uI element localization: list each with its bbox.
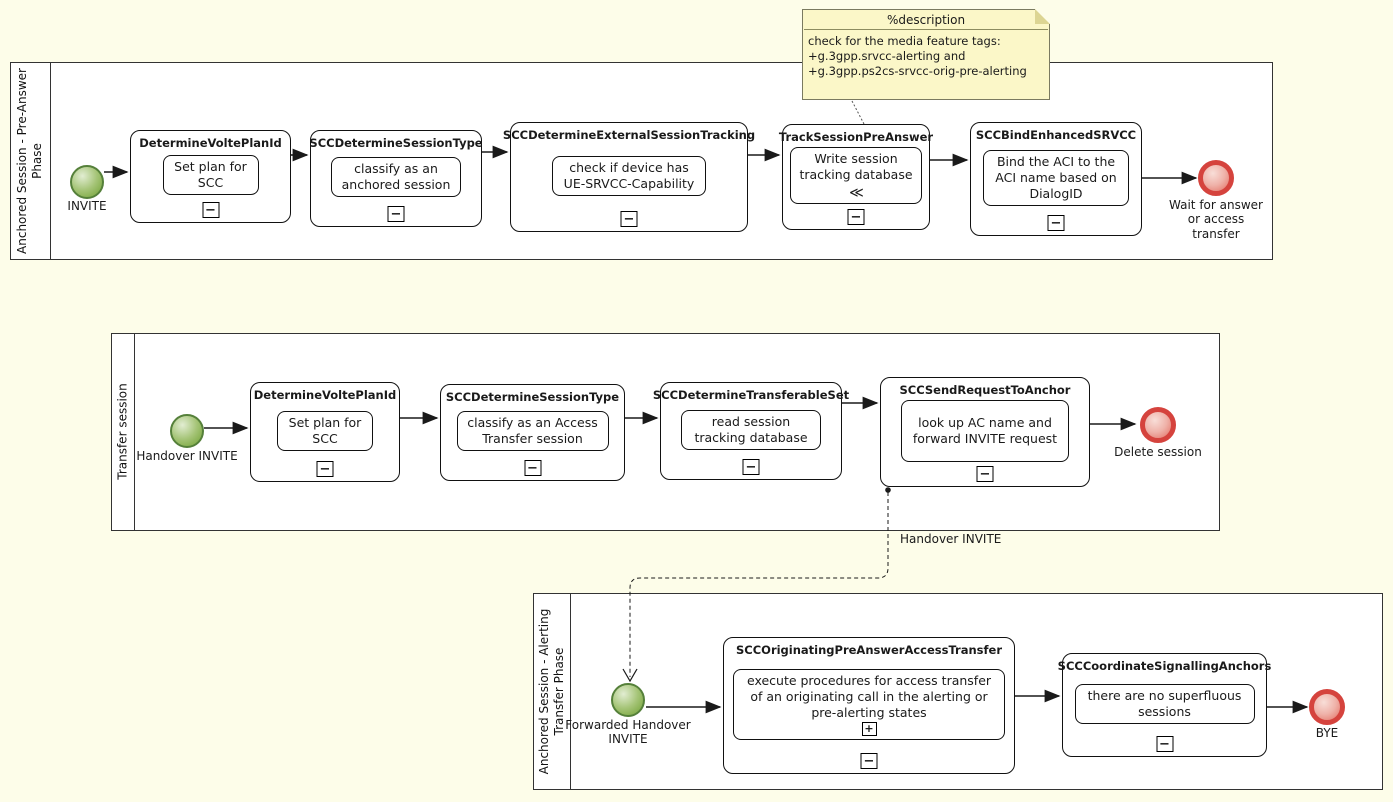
end-event-label: Delete session xyxy=(1114,445,1202,459)
task-scc-send-request-to-anchor[interactable]: SCCSendRequestToAnchor look up AC name a… xyxy=(880,377,1090,487)
start-event-forwarded-handover-invite[interactable] xyxy=(611,683,645,717)
task-determine-volte-plan-id[interactable]: DetermineVoltePlanId Set plan for SCC − xyxy=(130,130,291,223)
end-event-delete-session[interactable] xyxy=(1140,407,1176,443)
task-scc-determine-session-type[interactable]: SCCDetermineSessionType classify as an a… xyxy=(309,130,483,227)
task-title: SCCBindEnhancedSRVCC xyxy=(975,128,1137,142)
task-scc-bind-enhanced-srvcc[interactable]: SCCBindEnhancedSRVCC Bind the ACI to the… xyxy=(970,122,1142,236)
collapsed-subprocess-icon[interactable]: − xyxy=(387,206,405,222)
description-note[interactable]: %description check for the media feature… xyxy=(802,9,1050,100)
collapsed-subprocess-icon[interactable]: − xyxy=(1047,215,1065,231)
note-title: %description xyxy=(804,10,1048,30)
task-title: TrackSessionPreAnswer xyxy=(778,130,934,144)
collapsed-subprocess-icon[interactable]: − xyxy=(847,209,865,225)
collapsed-subprocess-icon[interactable]: − xyxy=(202,202,219,218)
collapsed-subprocess-icon[interactable]: − xyxy=(742,459,760,475)
end-event-bye[interactable] xyxy=(1309,689,1345,725)
task-scc-determine-session-type-2[interactable]: SCCDetermineSessionType classify as an A… xyxy=(440,384,625,481)
task-title: SCCDetermineTransferableSet xyxy=(652,388,850,402)
task-scc-coordinate-signalling-anchors[interactable]: SCCCoordinateSignallingAnchors there are… xyxy=(1058,653,1271,757)
task-body: there are no superfluous sessions xyxy=(1074,683,1255,724)
note-body: check for the media feature tags: +g.3gp… xyxy=(808,34,1027,78)
task-track-session-pre-answer[interactable]: TrackSessionPreAnswer Write session trac… xyxy=(778,124,934,230)
start-event-handover-invite[interactable] xyxy=(170,414,204,448)
task-determine-volte-plan-id-2[interactable]: DetermineVoltePlanId Set plan for SCC − xyxy=(250,382,400,482)
lane-label-transfer-session: Transfer session xyxy=(115,383,130,480)
task-body: Set plan for SCC xyxy=(277,410,373,451)
collapsed-subprocess-icon[interactable]: − xyxy=(1156,736,1173,752)
task-body: check if device has UE-SRVCC-Capability xyxy=(552,155,706,196)
task-body: Bind the ACI to the ACI name based on Di… xyxy=(983,149,1129,206)
rewind-marker-icon: ≪ xyxy=(849,185,864,201)
task-body: look up AC name and forward INVITE reque… xyxy=(901,399,1069,462)
start-event-label: Handover INVITE xyxy=(136,449,238,463)
task-body: classify as an Access Transfer session xyxy=(456,411,609,451)
task-title: DetermineVoltePlanId xyxy=(253,388,397,402)
task-title: SCCOriginatingPreAnswerAccessTransfer xyxy=(736,643,1002,657)
end-event-wait-for-answer[interactable] xyxy=(1198,160,1234,196)
start-event-label: INVITE xyxy=(67,199,107,213)
task-body: execute procedures for access transfer o… xyxy=(733,668,1005,740)
lane-label-pre-answer: Anchored Session - Pre-Answer Phase xyxy=(15,68,44,254)
task-body: Set plan for SCC xyxy=(162,155,259,195)
collapsed-subprocess-icon[interactable]: − xyxy=(620,211,638,227)
note-fold-corner-icon xyxy=(1035,9,1050,24)
start-event-invite[interactable] xyxy=(70,165,104,199)
task-body: Write session tracking database ≪ xyxy=(790,147,922,204)
end-event-label: BYE xyxy=(1315,726,1339,740)
lane-header-alerting[interactable] xyxy=(534,594,571,789)
task-scc-determine-external-session-tracking[interactable]: SCCDetermineExternalSessionTracking chec… xyxy=(503,122,755,232)
task-title: SCCSendRequestToAnchor xyxy=(899,383,1071,397)
handover-invite-flow-label: Handover INVITE xyxy=(900,532,1002,546)
task-scc-originating-pre-answer-access-transfer[interactable]: SCCOriginatingPreAnswerAccessTransfer ex… xyxy=(723,637,1015,774)
lane-label-alerting: Anchored Session - Alerting Transfer Pha… xyxy=(536,608,566,775)
task-title: SCCCoordinateSignallingAnchors xyxy=(1057,659,1272,673)
task-title: DetermineVoltePlanId xyxy=(139,136,282,150)
collapsed-subprocess-icon[interactable]: − xyxy=(316,461,334,477)
collapsed-subprocess-icon[interactable]: − xyxy=(976,466,994,482)
task-title: SCCDetermineExternalSessionTracking xyxy=(502,128,756,142)
expand-subprocess-icon[interactable]: + xyxy=(861,721,877,736)
lane-header-pre-answer[interactable] xyxy=(11,63,51,259)
task-body: classify as an anchored session xyxy=(331,157,461,197)
task-scc-determine-transferable-set[interactable]: SCCDetermineTransferableSet read session… xyxy=(653,382,849,480)
task-title: SCCDetermineSessionType xyxy=(309,136,483,150)
start-event-label: Forwarded Handover INVITE xyxy=(565,718,691,747)
lane-header-transfer-session[interactable] xyxy=(112,334,135,530)
collapsed-subprocess-icon[interactable]: − xyxy=(860,753,878,769)
collapsed-subprocess-icon[interactable]: − xyxy=(524,460,541,476)
task-body: read session tracking database xyxy=(681,409,821,450)
task-title: SCCDetermineSessionType xyxy=(445,390,620,404)
end-event-label: Wait for answer or access transfer xyxy=(1169,198,1263,241)
